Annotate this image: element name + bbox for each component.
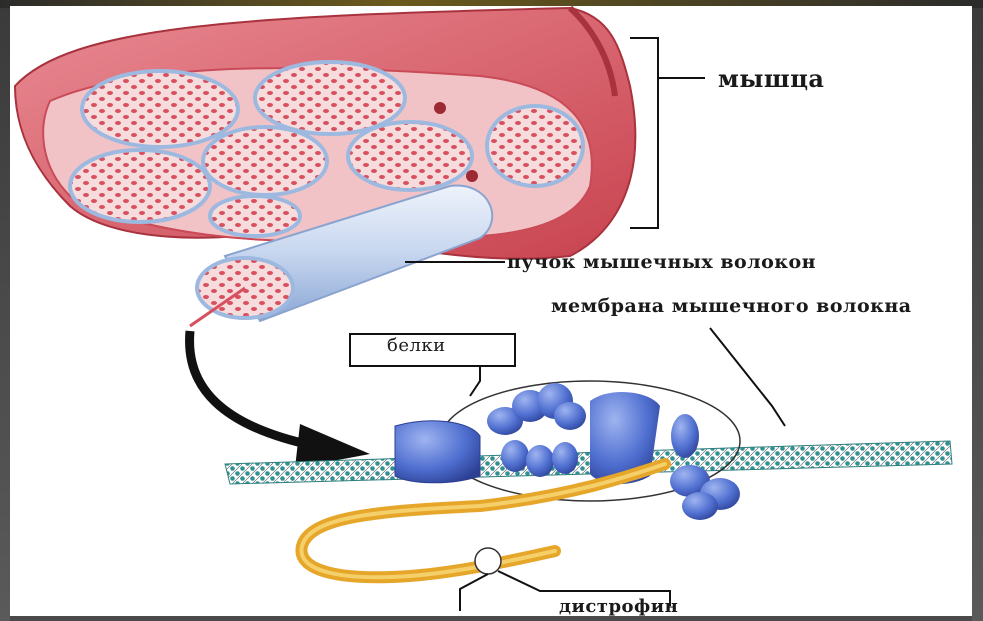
protein-complex xyxy=(395,383,740,520)
label-proteins: белки xyxy=(387,335,446,356)
label-dystrophin: дистрофин xyxy=(559,596,678,616)
zoom-arrow xyxy=(190,331,370,468)
slide-frame-right xyxy=(972,0,983,621)
slide-frame-left xyxy=(0,0,10,621)
label-fiber-bundle: пучок мышечных волокон xyxy=(507,251,816,273)
slide-canvas: мышца пучок мышечных волокон мембрана мы… xyxy=(10,6,972,616)
label-muscle: мышца xyxy=(718,64,824,93)
muscle-bracket xyxy=(630,38,705,228)
label-fiber-membrane: мембрана мышечного волокна xyxy=(551,294,951,318)
